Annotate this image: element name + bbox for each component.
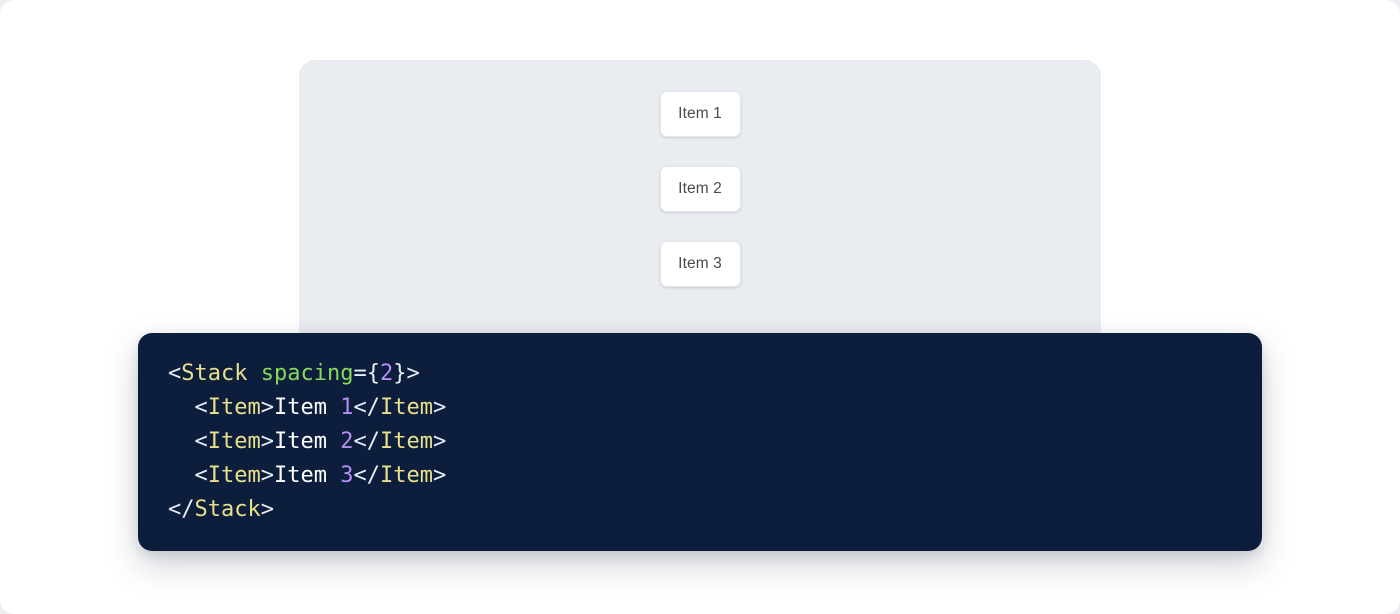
code-token-punct: < [194, 429, 208, 454]
code-token-punct: </ [168, 497, 195, 522]
code-token-tag: Stack [194, 497, 261, 522]
stack-item[interactable]: Item 2 [659, 166, 741, 212]
code-token-punct: </ [353, 429, 380, 454]
code-token-tag: Item [379, 429, 433, 454]
code-token-text [247, 361, 260, 386]
code-token-punct: > [260, 395, 274, 420]
code-token-punct: > [432, 429, 447, 454]
stack-item[interactable]: Item 3 [659, 241, 741, 287]
code-token-punct: > [432, 463, 447, 488]
code-token-tag: Item [207, 395, 261, 420]
code-token-punct: > [260, 429, 274, 454]
code-token-tag: Stack [181, 361, 248, 386]
code-line: <Item>Item 1</Item> [168, 391, 1262, 425]
stack-item[interactable]: Item 1 [659, 91, 741, 137]
code-token-punct: < [168, 361, 182, 386]
code-line: <Stack spacing={2}> [168, 357, 1262, 391]
code-token-text [168, 429, 195, 454]
code-line: </Stack> [168, 493, 1262, 527]
code-token-brace: } [393, 361, 407, 386]
code-token-num: 1 [340, 395, 354, 420]
code-token-eq: = [353, 361, 367, 386]
code-token-tag: Item [207, 429, 261, 454]
code-token-punct: > [260, 497, 274, 522]
code-line: <Item>Item 3</Item> [168, 459, 1262, 493]
code-token-num: 3 [340, 463, 354, 488]
code-token-punct: > [406, 361, 420, 386]
code-token-punct: > [432, 395, 447, 420]
code-token-brace: { [366, 361, 380, 386]
code-token-num: 2 [340, 429, 354, 454]
code-token-text: Item [273, 395, 341, 420]
code-token-attr: spacing [260, 361, 354, 386]
code-token-punct: </ [353, 395, 380, 420]
code-token-tag: Item [379, 463, 433, 488]
code-token-punct: </ [353, 463, 380, 488]
code-token-punct: < [194, 463, 208, 488]
code-block: <Stack spacing={2}> <Item>Item 1</Item> … [168, 357, 1262, 527]
code-token-text: Item [273, 429, 341, 454]
code-token-punct: > [260, 463, 274, 488]
code-line: <Item>Item 2</Item> [168, 425, 1262, 459]
code-token-tag: Item [379, 395, 433, 420]
stack-container: Item 1 Item 2 Item 3 [299, 60, 1101, 287]
code-token-num: 2 [379, 361, 394, 386]
code-token-text: Item [273, 463, 341, 488]
code-snippet-panel: <Stack spacing={2}> <Item>Item 1</Item> … [138, 333, 1262, 551]
code-token-text [168, 395, 195, 420]
code-token-punct: < [194, 395, 208, 420]
code-token-text [168, 463, 195, 488]
code-token-tag: Item [207, 463, 261, 488]
